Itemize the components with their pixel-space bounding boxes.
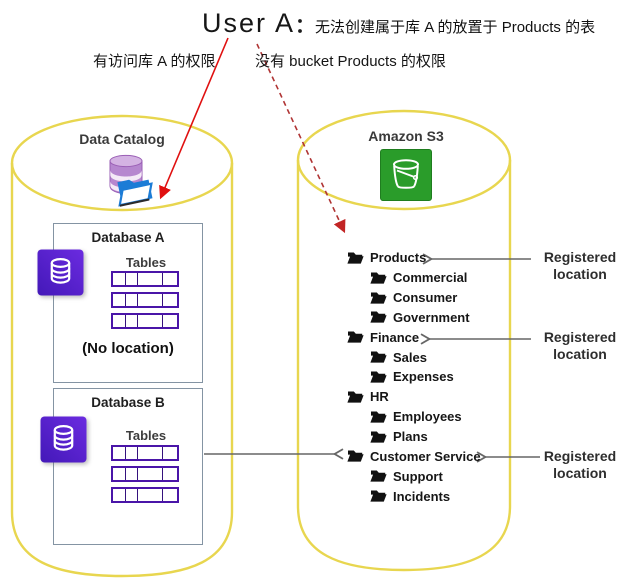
folder-icon — [370, 292, 387, 304]
folder-label: Sales — [393, 349, 427, 365]
s3-folder-incidents: Incidents — [370, 486, 481, 506]
permission-bucket-note: 没有 bucket Products 的权限 — [255, 53, 446, 70]
registered-line1: Registered — [543, 249, 617, 265]
folder-icon — [370, 470, 387, 482]
database-icon — [40, 416, 87, 463]
database-folder-icon — [109, 154, 153, 207]
s3-bucket-icon — [380, 149, 432, 201]
table-graphic — [111, 487, 179, 503]
folder-label: Employees — [393, 409, 462, 425]
database-a-box: Database A Tables (No location) — [37, 223, 203, 383]
s3-folder-hr: HR — [347, 387, 481, 407]
data-catalog-title: Data Catalog — [79, 131, 165, 147]
folder-icon — [347, 391, 364, 403]
registered-location-label: Registered location — [528, 249, 632, 283]
s3-folder-expenses: Expenses — [370, 367, 481, 387]
folder-label: Finance — [370, 329, 420, 345]
tables-label: Tables — [125, 255, 167, 270]
registered-line1: Registered — [543, 329, 617, 345]
folder-icon — [347, 331, 364, 343]
s3-folder-consumer: Consumer — [370, 288, 481, 308]
amazon-s3-title: Amazon S3 — [368, 128, 444, 144]
colon: ： — [295, 15, 316, 37]
folder-icon — [347, 450, 364, 462]
folder-icon — [370, 490, 387, 502]
s3-folder-finance: Finance — [347, 327, 481, 347]
permission-db-note: 有访问库 A 的权限 — [93, 53, 216, 70]
database-b-box: Database B Tables — [40, 388, 203, 545]
database-a-title: Database A — [91, 230, 165, 245]
s3-folder-plans: Plans — [370, 427, 481, 447]
folder-icon — [347, 252, 364, 264]
s3-folder-support: Support — [370, 466, 481, 486]
folder-label: Commercial — [393, 270, 468, 286]
s3-cylinder — [296, 109, 512, 572]
claim-text: 无法创建属于库 A 的放置于 Products 的表 — [315, 19, 596, 36]
folder-icon — [370, 411, 387, 423]
table-graphic — [111, 445, 179, 461]
annotation-user-a: User A：无法创建属于库 A 的放置于 Products 的表 — [202, 8, 595, 39]
registered-line2: location — [553, 465, 607, 481]
s3-folder-products: Products — [347, 248, 481, 268]
folder-label: Incidents — [393, 488, 451, 504]
s3-folder-sales: Sales — [370, 347, 481, 367]
folder-label: Plans — [393, 429, 428, 445]
registered-location-label: Registered location — [528, 329, 632, 363]
folder-label: Support — [393, 468, 443, 484]
table-graphic — [111, 466, 179, 482]
s3-folder-commercial: Commercial — [370, 268, 481, 288]
folder-icon — [370, 272, 387, 284]
s3-folder-government: Government — [370, 308, 481, 328]
user-a-label: User A — [202, 8, 296, 38]
folder-label: Customer Service — [370, 448, 481, 464]
table-graphic — [111, 313, 179, 329]
folder-label: HR — [370, 389, 389, 405]
folder-label: Government — [393, 309, 470, 325]
folder-icon — [370, 351, 387, 363]
tables-label: Tables — [125, 428, 167, 443]
database-icon — [37, 249, 84, 296]
table-graphic — [111, 271, 179, 287]
folder-icon — [370, 371, 387, 383]
data-catalog-cylinder — [10, 114, 234, 578]
registered-line2: location — [553, 346, 607, 362]
folder-label: Consumer — [393, 290, 458, 306]
folder-icon — [370, 311, 387, 324]
registered-location-label: Registered location — [528, 448, 632, 482]
s3-folder-customer-service: Customer Service — [347, 446, 481, 466]
folder-icon — [370, 431, 387, 443]
arrow-user-to-data-catalog — [159, 37, 229, 200]
database-b-title: Database B — [91, 395, 165, 410]
folder-label: Products — [370, 250, 427, 266]
registered-line1: Registered — [543, 448, 617, 464]
registered-line2: location — [553, 266, 607, 282]
no-location-note: (No location) — [82, 340, 174, 357]
s3-folder-employees: Employees — [370, 407, 481, 427]
table-graphic — [111, 292, 179, 308]
folder-label: Expenses — [393, 369, 454, 385]
tables-stack — [111, 445, 179, 503]
tables-stack — [111, 271, 179, 329]
arrow-user-to-products-dashed — [256, 43, 346, 234]
